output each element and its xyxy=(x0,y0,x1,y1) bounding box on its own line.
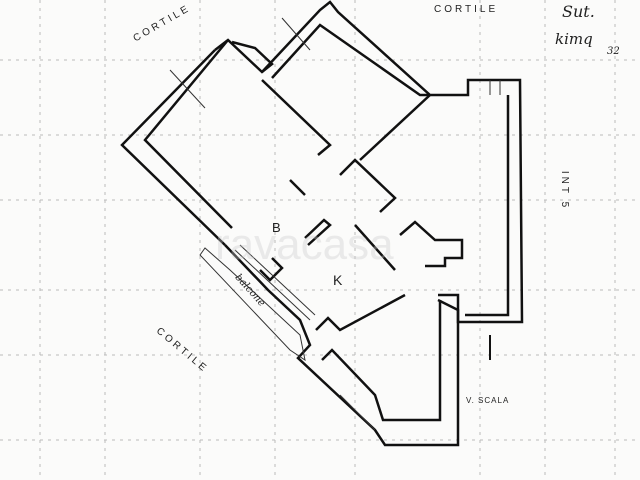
label-room-k: K xyxy=(333,272,346,288)
windows xyxy=(169,17,501,431)
handwriting-number: 32 xyxy=(607,46,620,57)
wall-lower xyxy=(224,244,460,447)
handwriting-line2: kimq xyxy=(555,30,593,48)
wall-island xyxy=(399,220,464,268)
label-room-b: B xyxy=(272,220,284,235)
label-stairs: V. SCALA xyxy=(466,396,510,405)
wall-top xyxy=(261,0,485,97)
watermark: ravacasa xyxy=(215,220,394,269)
handwriting-line1: Sut. xyxy=(562,2,595,21)
walls xyxy=(120,0,524,447)
wall-right xyxy=(438,78,524,324)
label-courtyard-top: CORTILE xyxy=(434,4,499,15)
label-unit: INT 5 xyxy=(559,170,571,211)
wall-outer-left xyxy=(120,49,226,246)
wall-center xyxy=(339,158,397,213)
